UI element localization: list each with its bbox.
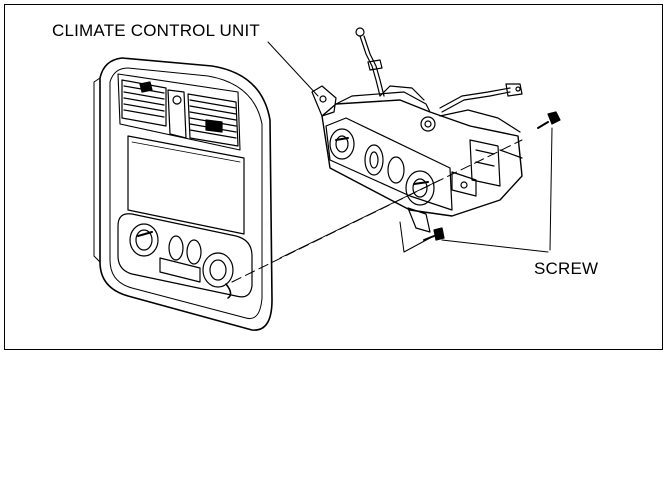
- leader-line-screw-upper: [549, 127, 553, 251]
- leader-line-screw-lower: [441, 239, 549, 253]
- panel-control-openings: [117, 213, 253, 299]
- dashboard-center-panel: [93, 57, 273, 331]
- screw-label: SCREW: [534, 259, 599, 278]
- diagram-frame: [4, 4, 663, 350]
- leader-line-ccu: [267, 41, 319, 97]
- climate-control-unit-label: CLIMATE CONTROL UNIT: [52, 21, 261, 40]
- left-air-vent: [121, 79, 167, 127]
- climate-control-unit: [311, 85, 523, 233]
- control-cables: [355, 27, 523, 113]
- climate-control-knobs: [329, 128, 435, 206]
- right-air-vent: [187, 93, 239, 147]
- screw-upper: [537, 111, 561, 129]
- screw-lower: [423, 227, 445, 241]
